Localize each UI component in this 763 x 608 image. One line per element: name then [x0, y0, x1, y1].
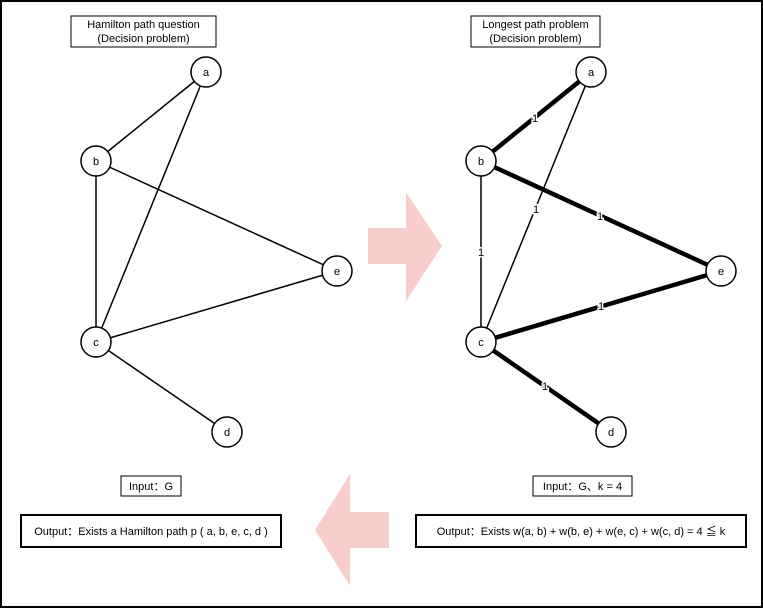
left-input-text: Input：G	[129, 481, 173, 493]
left-edge-ab	[95, 71, 207, 162]
weight-ac: 1	[533, 204, 539, 216]
left-node-b-label: b	[93, 156, 99, 168]
arrow-left-icon	[315, 474, 389, 586]
left-title-box	[70, 15, 217, 48]
right-title-box	[470, 15, 601, 48]
right-title-line1: Longest path problem	[482, 19, 588, 31]
left-edge-cd	[95, 341, 228, 433]
right-input-box	[532, 475, 633, 497]
right-output-text: Output：Exists w(a, b) + w(b, e) + w(e, c…	[437, 524, 726, 538]
left-node-e-label: e	[334, 266, 340, 278]
right-node-a	[575, 56, 607, 88]
left-edge-ce	[95, 270, 338, 343]
right-node-d-label: d	[608, 427, 614, 439]
right-edge-ab	[479, 70, 593, 163]
left-node-d-label: d	[224, 427, 230, 439]
right-input-text: Input：G、k = 4	[543, 481, 622, 493]
right-edge-cd	[479, 340, 613, 434]
left-node-a	[190, 56, 222, 88]
right-output-box	[415, 514, 747, 548]
right-edge-ac	[480, 71, 592, 343]
right-edge-ce	[480, 268, 722, 345]
left-edge-be	[95, 160, 338, 272]
left-input-box	[120, 475, 182, 497]
arrow-right-icon	[368, 192, 442, 301]
right-node-c	[465, 326, 497, 358]
weight-cd: 1	[542, 381, 548, 393]
weight-bc: 1	[478, 247, 484, 259]
right-node-e	[705, 255, 737, 287]
weight-be: 1	[597, 211, 603, 223]
right-node-b	[465, 145, 497, 177]
left-output-box	[20, 514, 282, 548]
left-node-d	[211, 416, 243, 448]
right-node-d	[595, 416, 627, 448]
left-node-a-label: a	[203, 67, 210, 79]
right-graph: Longest path problem (Decision problem) …	[465, 15, 737, 448]
left-node-c-label: c	[93, 337, 99, 349]
right-node-c-label: c	[478, 337, 484, 349]
right-node-a-label: a	[588, 67, 595, 79]
right-node-e-label: e	[718, 266, 724, 278]
left-output-text: Output：Exists a Hamilton path p ( a, b, …	[34, 526, 268, 538]
right-edge-be	[480, 158, 722, 274]
left-node-e	[321, 255, 353, 287]
right-node-b-label: b	[478, 156, 484, 168]
left-node-b	[80, 145, 112, 177]
left-edge-ac	[95, 71, 207, 343]
left-graph: Hamilton path question (Decision problem…	[70, 15, 353, 448]
left-node-c	[80, 326, 112, 358]
weight-ce: 1	[598, 301, 604, 313]
right-title-line2: (Decision problem)	[489, 33, 581, 45]
left-title-line1: Hamilton path question	[87, 19, 200, 31]
weight-ab: 1	[532, 113, 538, 125]
left-title-line2: (Decision problem)	[97, 33, 189, 45]
